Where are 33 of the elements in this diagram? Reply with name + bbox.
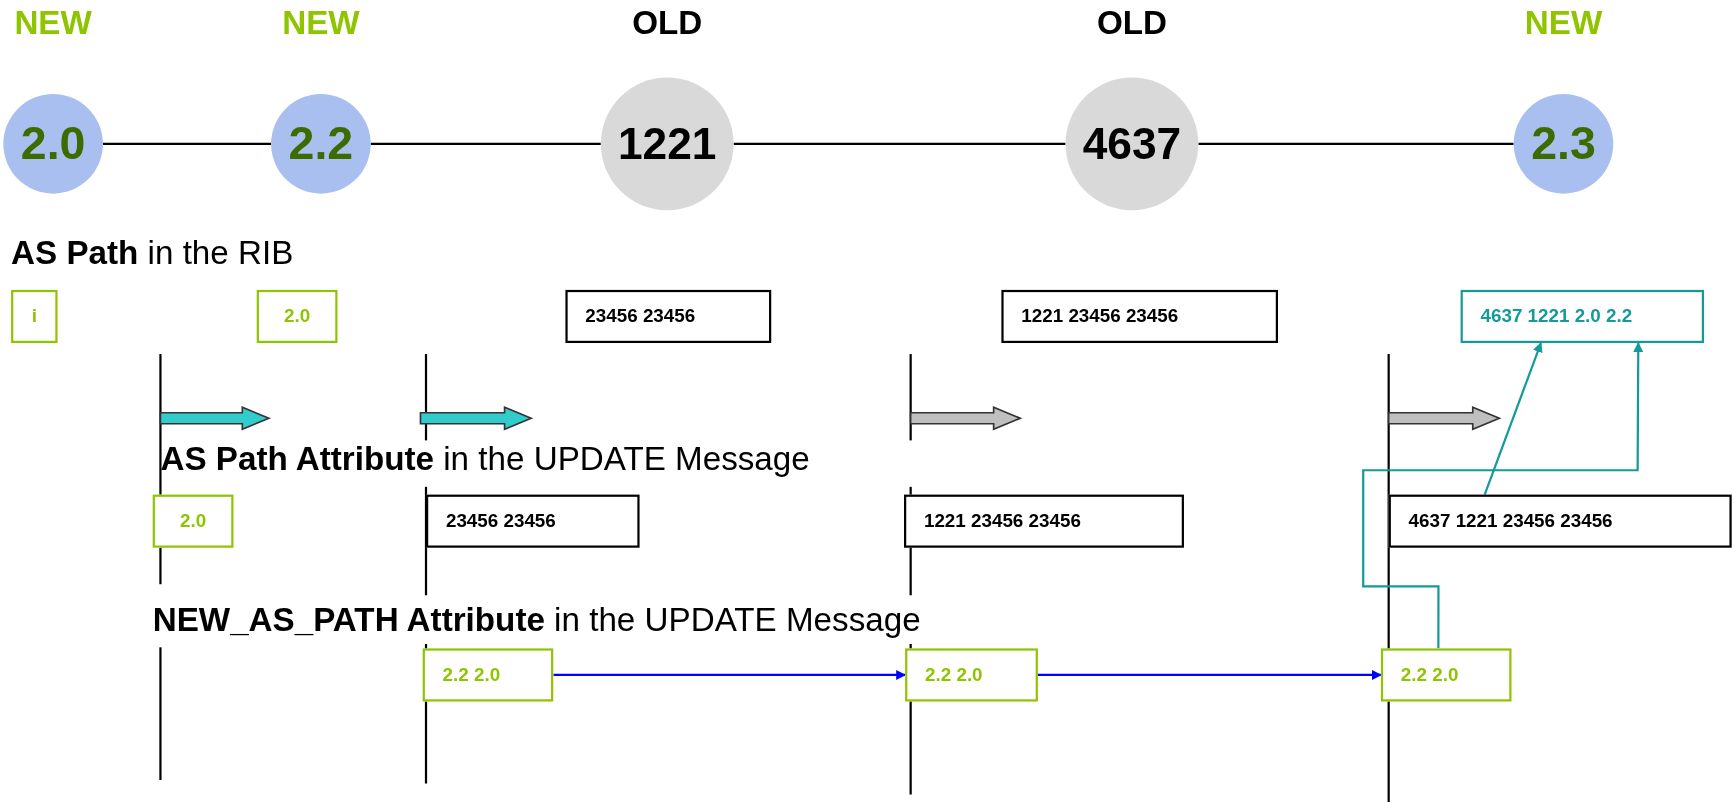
connector-line	[733, 142, 1066, 145]
as-path-box: 23456 23456	[426, 494, 640, 548]
as-path-box: 23456 23456	[565, 289, 772, 343]
as-node-circle: 2.2	[271, 94, 371, 194]
as-path-box: 2.0	[152, 494, 234, 548]
arrow	[553, 670, 907, 680]
section-heading: NEW_AS_PATH Attribute in the UPDATE Message	[152, 600, 921, 639]
section-heading: AS Path in the RIB	[11, 234, 294, 273]
connector-line	[102, 142, 272, 145]
status-label: NEW	[14, 4, 92, 43]
as-path-box: 2.2 2.0	[1380, 648, 1512, 702]
as-node-circle: 2.0	[3, 94, 103, 194]
section-heading: AS Path Attribute in the UPDATE Message	[160, 440, 810, 478]
as-path-box: 4637 1221 2.0 2.2	[1460, 289, 1704, 343]
arrow	[1362, 342, 1644, 649]
as-node-circle: 1221	[600, 77, 734, 211]
as-path-box: 4637 1221 23456 23456	[1388, 494, 1732, 548]
as-path-box: 1221 23456 23456	[1001, 289, 1278, 343]
arrow	[1483, 342, 1543, 495]
as-path-box: 2.2 2.0	[422, 648, 554, 702]
status-label: OLD	[632, 4, 703, 43]
as-path-box: 1221 23456 23456	[904, 494, 1184, 548]
connector-line	[1198, 142, 1514, 145]
as-node-circle: 2.3	[1513, 94, 1614, 194]
arrow	[1037, 670, 1382, 680]
status-label: NEW	[1524, 4, 1603, 43]
status-label: OLD	[1096, 4, 1167, 43]
as-path-box: i	[11, 289, 58, 343]
as-path-box: 2.2 2.0	[905, 648, 1038, 702]
as-node-circle: 4637	[1065, 77, 1199, 211]
connector-line	[370, 142, 601, 145]
status-label: NEW	[282, 4, 360, 43]
as-path-box: 2.0	[256, 289, 338, 343]
